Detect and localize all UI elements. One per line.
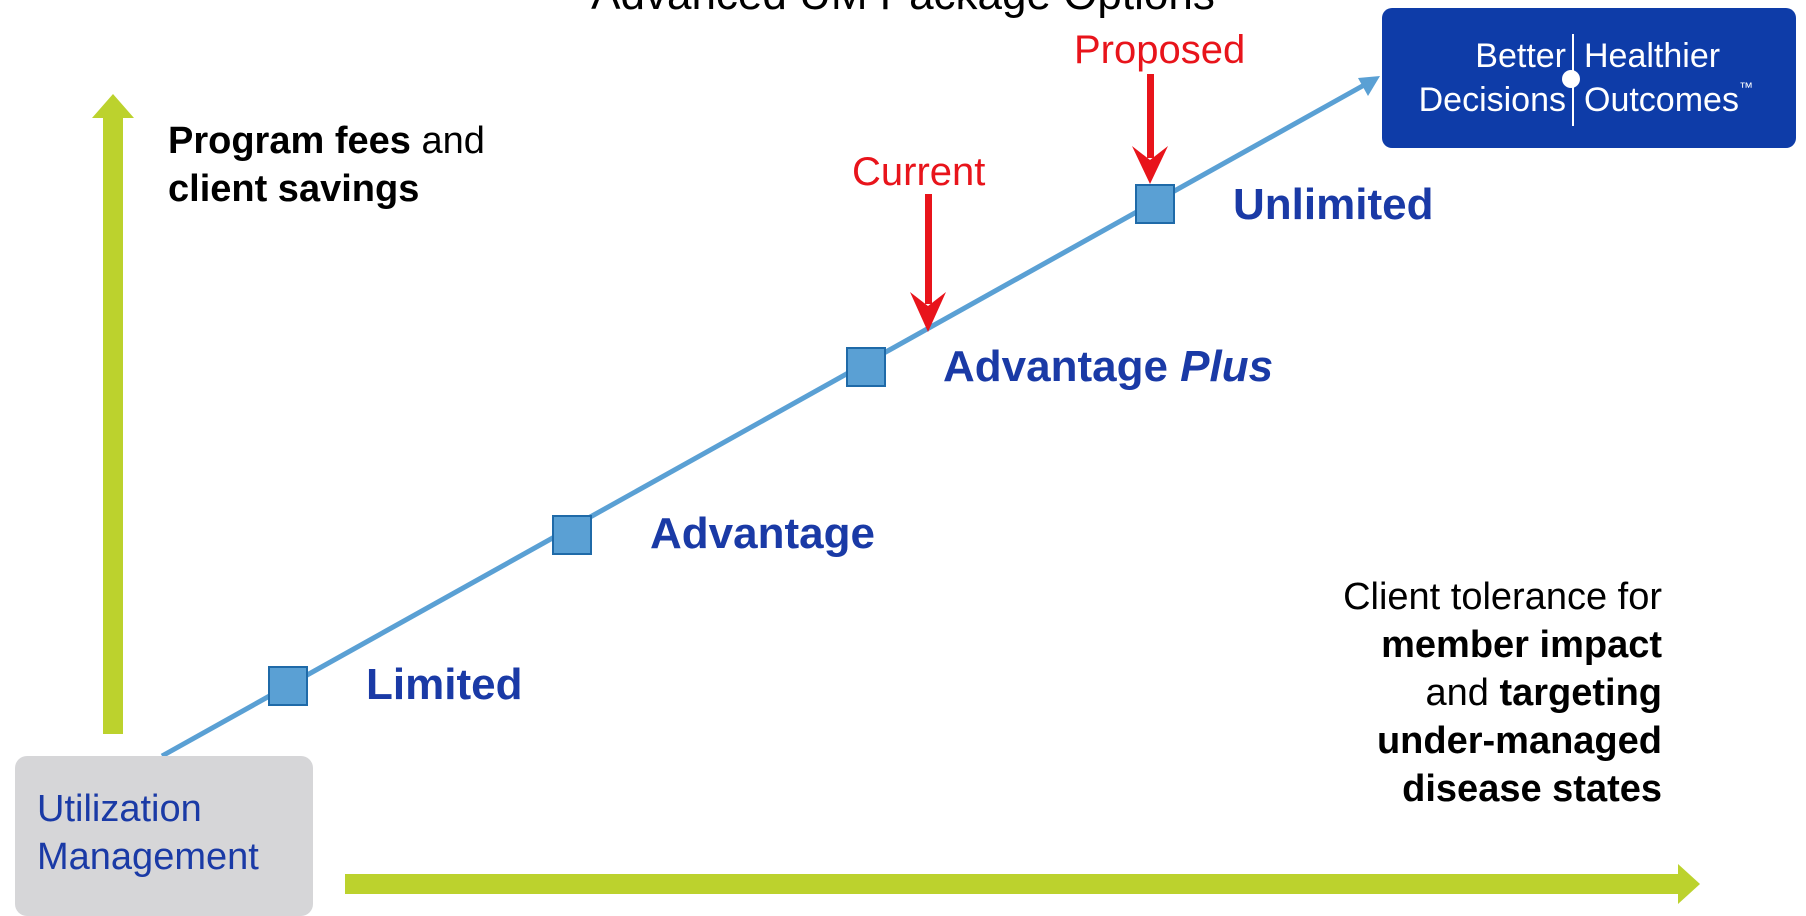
x-axis-label-line4: under-managed xyxy=(1376,719,1662,762)
x-axis-label-line5: disease states xyxy=(1402,767,1662,810)
tier-label-advantage-plus-text: Advantage xyxy=(943,342,1181,391)
logo-text-decisions: Decisions xyxy=(1418,81,1566,120)
x-axis-label-line3-bold: targeting xyxy=(1499,671,1662,714)
diagram-title: Advanced UM Package Options xyxy=(0,0,1806,20)
tier-marker-advantage-plus xyxy=(846,347,886,387)
current-arrowhead xyxy=(910,292,946,332)
proposed-arrowhead xyxy=(1132,146,1168,184)
tier-label-advantage: Advantage xyxy=(650,509,875,559)
tier-marker-limited xyxy=(268,666,308,706)
tier-label-unlimited: Unlimited xyxy=(1233,180,1433,230)
progression-arrowhead xyxy=(1358,76,1380,96)
logo-left-text: Better Decisions xyxy=(1419,34,1566,122)
x-axis-label-line1: Client tolerance for xyxy=(1343,576,1662,618)
tier-label-advantage-plus-italic: Plus xyxy=(1180,342,1274,391)
x-axis-label-line3-pre: and xyxy=(1425,671,1500,714)
proposed-arrow-shaft xyxy=(1147,74,1154,158)
tier-label-unlimited-text: Unlimited xyxy=(1233,180,1434,229)
logo-dot-icon xyxy=(1562,70,1580,88)
logo-text-outcomes: Outcomes xyxy=(1584,81,1739,120)
logo-text-healthier: Healthier xyxy=(1584,37,1721,75)
brand-logo: Better Decisions Healthier Outcomes™ xyxy=(1382,8,1796,148)
y-axis-arrow-shaft xyxy=(103,116,123,734)
x-axis-label: Client tolerance for member impact and t… xyxy=(1142,574,1662,813)
x-axis-arrow-shaft xyxy=(345,874,1680,894)
x-axis-label-line2: member impact xyxy=(1381,623,1662,666)
tier-marker-unlimited xyxy=(1135,184,1175,224)
origin-label-line1: Utilization xyxy=(37,788,202,830)
y-axis-label-bold-2: client savings xyxy=(168,167,420,210)
proposed-marker-label: Proposed xyxy=(1074,28,1246,72)
x-axis-arrowhead xyxy=(1678,864,1700,904)
tier-marker-advantage xyxy=(552,515,592,555)
tier-label-advantage-plus: Advantage Plus xyxy=(943,342,1273,392)
tier-label-limited-text: Limited xyxy=(366,660,523,709)
y-axis-label-bold-1: Program fees xyxy=(168,120,411,162)
logo-right-text: Healthier Outcomes™ xyxy=(1584,34,1753,122)
logo-text-better: Better xyxy=(1475,37,1566,75)
y-axis-arrowhead xyxy=(92,94,134,118)
current-arrow-shaft xyxy=(925,194,932,304)
logo-trademark: ™ xyxy=(1738,79,1753,96)
y-axis-label-rest-1: and xyxy=(410,120,485,162)
current-marker-label: Current xyxy=(852,150,986,194)
origin-label: Utilization Management xyxy=(37,786,259,882)
origin-label-line2: Management xyxy=(37,835,259,878)
tier-label-advantage-text: Advantage xyxy=(650,509,875,558)
y-axis-label: Program fees and client savings xyxy=(168,118,485,214)
tier-label-limited: Limited xyxy=(366,660,522,710)
origin-box: Utilization Management xyxy=(15,756,313,916)
